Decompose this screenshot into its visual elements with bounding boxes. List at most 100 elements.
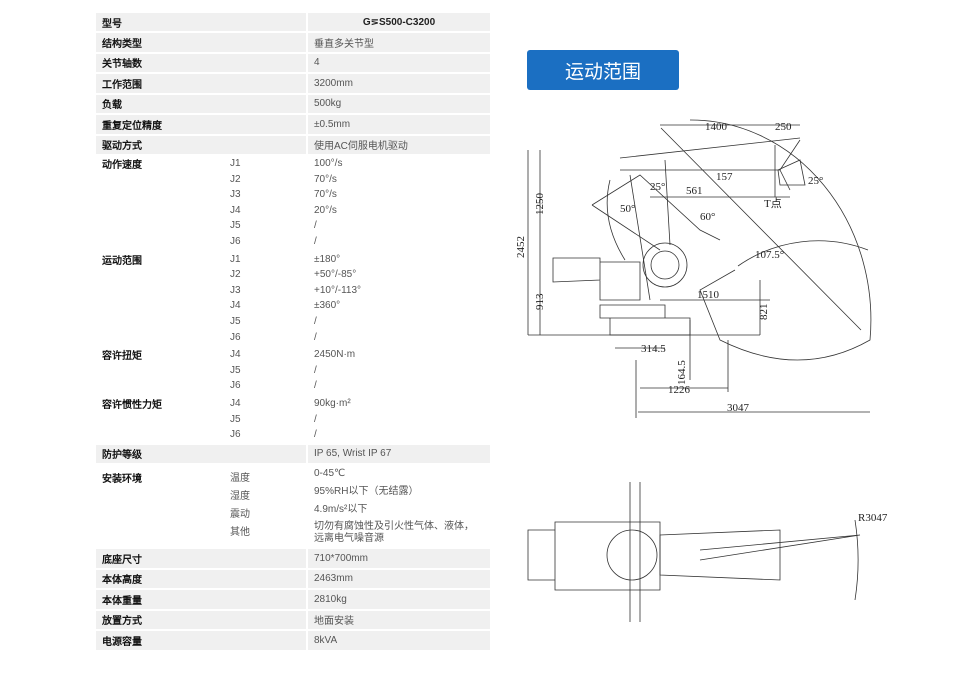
- sub-label: J6: [230, 429, 241, 441]
- spec-value: 0-45℃: [314, 468, 346, 480]
- spec-value: 切勿有腐蚀性及引火性气体、液体，远离电气噪音源: [314, 519, 484, 547]
- sub-labels: 温度湿度震动其他: [230, 470, 300, 542]
- sub-label: J5: [230, 364, 241, 376]
- angle-60: 60°: [700, 211, 715, 223]
- spec-group-label: 容许惯性力矩: [102, 399, 162, 411]
- spec-group-label: 运动范围: [102, 255, 142, 267]
- spec-label: 本体重量: [96, 590, 308, 609]
- spec-group-label: 动作速度: [102, 160, 142, 171]
- dim-561: 561: [686, 185, 703, 197]
- radius-3047: R3047: [858, 512, 888, 524]
- sub-label: J1: [230, 253, 241, 265]
- dim-1226: 1226: [668, 384, 691, 396]
- sub-label: J5: [230, 315, 241, 327]
- sub-label: 其他: [230, 527, 250, 539]
- dim-1250: 1250: [534, 193, 546, 216]
- spec-value: 90kg·m²: [314, 397, 351, 409]
- spec-value-line: 远离电气噪音源: [314, 533, 384, 545]
- spec-label: 放置方式: [96, 610, 308, 630]
- sub-label: J6: [230, 380, 241, 392]
- sub-label: J4: [230, 397, 241, 409]
- sub-label: 温度: [230, 473, 250, 485]
- dim-314-5: 314.5: [641, 343, 666, 355]
- sub-label: 湿度: [230, 491, 250, 503]
- spec-label: 电源容量: [96, 631, 308, 650]
- value-list: ±180°+50°/-85°+10°/-113°±360°//: [314, 252, 484, 346]
- dim-913: 913: [534, 293, 546, 310]
- model-value: G⋝S500-C3200: [308, 13, 490, 31]
- spec-value: 2810kg: [308, 590, 490, 609]
- spec-value: +10°/-113°: [314, 284, 362, 296]
- spec-value: /: [314, 220, 317, 232]
- spec-value: IP 65, Wrist IP 67: [308, 444, 490, 464]
- table-row: 放置方式地面安装: [96, 610, 490, 630]
- spec-group-label: 容许扭矩: [102, 351, 142, 363]
- spec-value: 2463mm: [308, 569, 490, 589]
- spec-label: 型号: [96, 13, 308, 31]
- spec-label: 工作范围: [96, 74, 308, 93]
- dim-3047: 3047: [727, 402, 750, 414]
- spec-value: 4: [308, 53, 490, 72]
- sub-label: J3: [230, 189, 241, 201]
- spec-values: 90kg·m² / /: [308, 395, 490, 443]
- sub-label: J4: [230, 300, 241, 312]
- spec-values: ±180°+50°/-85°+10°/-113°±360°//: [308, 251, 490, 346]
- table-row: 重复定位精度±0.5mm: [96, 115, 490, 134]
- spec-value: 垂直多关节型: [308, 33, 490, 52]
- spec-value: /: [314, 413, 317, 425]
- spec-value: 4.9m/s²以下: [314, 504, 368, 516]
- spec-value: 20°/s: [314, 204, 337, 216]
- spec-value: 8kVA: [308, 631, 490, 650]
- angle-107-5: 107.5°: [755, 249, 784, 261]
- angle-25-arm: 25°: [650, 181, 665, 193]
- spec-label: 结构类型: [96, 33, 308, 52]
- spec-value: 710*700mm: [308, 549, 490, 568]
- side-view-drawing: [527, 119, 872, 418]
- dimension-labels: 1400 250 25° 25° 157 561 50° 60° 107.5° …: [515, 121, 888, 524]
- sub-label: J5: [230, 413, 241, 425]
- spec-value: /: [314, 429, 317, 441]
- spec-value: /: [314, 235, 317, 247]
- spec-value: ±180°: [314, 253, 341, 265]
- spec-value: /: [314, 364, 317, 376]
- spec-label: 负载: [96, 94, 308, 113]
- sub-label: J3: [230, 284, 241, 296]
- sub-label: J2: [230, 173, 241, 185]
- spec-label: 重复定位精度: [96, 115, 308, 134]
- dim-2452: 2452: [515, 236, 527, 258]
- sub-label: J4: [230, 204, 241, 216]
- spec-value: 500kg: [308, 94, 490, 113]
- spec-value: 70°/s: [314, 173, 337, 185]
- spec-label: 关节轴数: [96, 53, 308, 72]
- spec-label: 安装环境温度湿度震动其他: [96, 465, 308, 548]
- dim-164-5: 164.5: [676, 360, 688, 385]
- spec-value: 100°/s: [314, 158, 343, 169]
- dim-821: 821: [758, 304, 770, 321]
- spec-value: ±360°: [314, 300, 341, 312]
- angle-50: 50°: [620, 203, 635, 215]
- motion-range-title: 运动范围: [527, 50, 679, 90]
